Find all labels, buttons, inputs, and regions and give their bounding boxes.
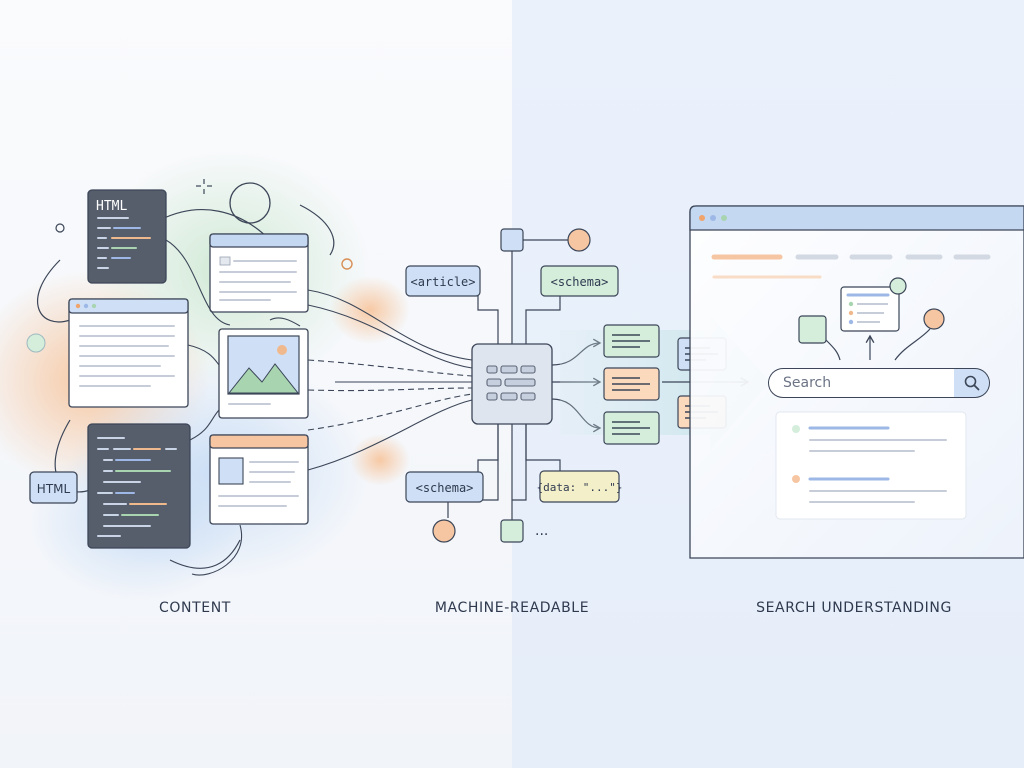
article-tag: <article> — [405, 265, 481, 297]
image-card — [218, 328, 309, 419]
green-square-right — [798, 315, 827, 344]
sparkle-icon — [196, 179, 212, 194]
caption-content: CONTENT — [159, 600, 231, 616]
orange-node-bottom — [432, 519, 456, 543]
output-card-green-top — [603, 324, 660, 358]
html-code-card-title: HTML — [96, 199, 127, 214]
caption-machine-readable: MACHINE-READABLE — [434, 600, 590, 616]
caption-search-understanding: SEARCH UNDERSTANDING — [756, 600, 952, 616]
html-badge: HTML — [29, 471, 78, 504]
orange-node-right — [923, 308, 945, 330]
search-connectors — [825, 328, 931, 361]
knowledge-card — [840, 286, 900, 332]
code-snippet-card — [87, 423, 191, 549]
output-card-green-bottom — [603, 411, 660, 445]
content-decor — [26, 182, 353, 353]
output-card-orange — [603, 367, 660, 401]
search-input[interactable] — [781, 374, 945, 392]
schema-tag-bottom-label: <schema> — [416, 481, 474, 495]
html-code-card: HTML — [87, 189, 167, 284]
article-card — [209, 233, 309, 313]
search-button[interactable] — [954, 368, 990, 398]
orange-node — [567, 228, 591, 252]
image-icon — [227, 335, 300, 395]
profile-card — [209, 434, 309, 525]
green-node-right — [889, 277, 907, 295]
search-results-panel — [775, 411, 967, 520]
search-icon — [964, 375, 979, 391]
schema-tag-top-label: <schema> — [551, 275, 609, 289]
green-node-bottom — [500, 519, 524, 543]
article-tag-label: <article> — [410, 275, 475, 289]
processor-node — [471, 343, 553, 425]
html-badge-label: HTML — [37, 482, 71, 496]
schema-tag-bottom: <schema> — [405, 471, 484, 503]
document-window — [68, 298, 189, 408]
search-bar[interactable] — [768, 368, 954, 398]
ellipsis-label: ... — [535, 523, 548, 539]
content-flow-lines — [165, 239, 473, 576]
data-tag: {data: "..."} — [536, 470, 623, 503]
schema-tag-top: <schema> — [540, 265, 619, 297]
content-blobs — [0, 150, 410, 600]
blue-node — [500, 228, 524, 252]
data-tag-label: {data: "..."} — [536, 481, 622, 494]
